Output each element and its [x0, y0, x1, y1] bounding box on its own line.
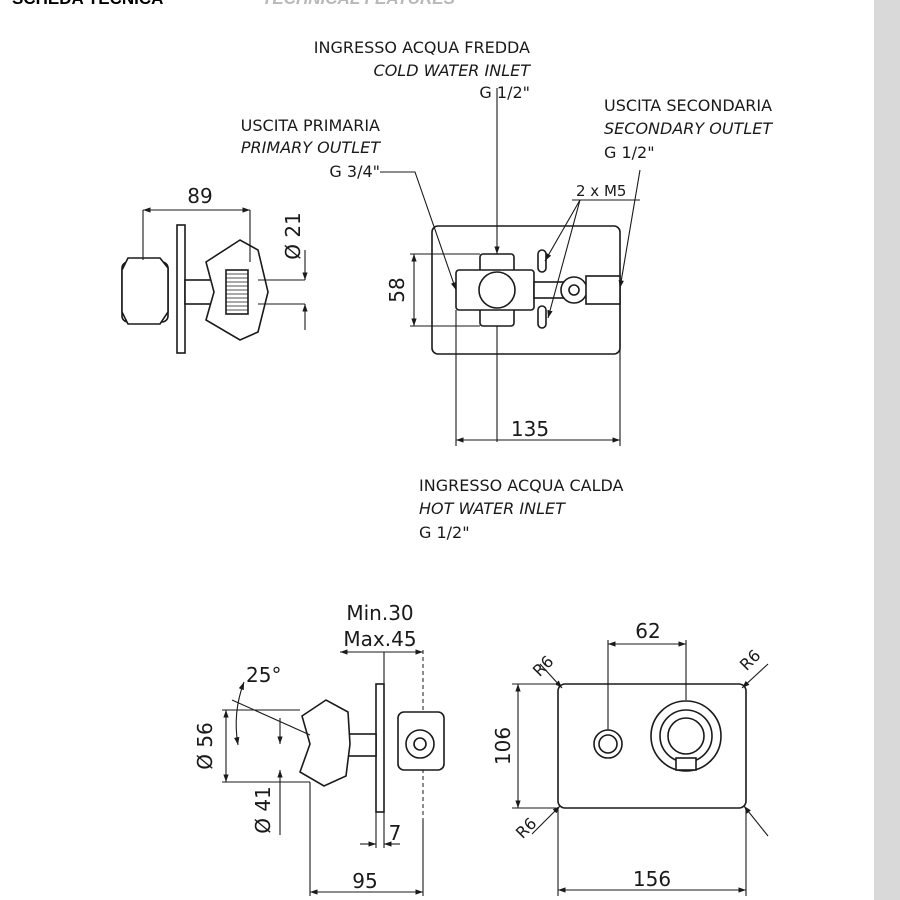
primary-outlet-it: USCITA PRIMARIA [241, 116, 380, 135]
cold-inlet-en: COLD WATER INLET [374, 61, 532, 80]
header-title: SCHEDA TECNICA [12, 0, 163, 8]
handle-2 [299, 699, 351, 787]
wall-plate [176, 224, 186, 354]
dim-d56: Ø 56 [193, 722, 217, 770]
secondary-outlet-size: G 1/2" [604, 143, 655, 162]
cold-inlet-it: INGRESSO ACQUA FREDDA [314, 38, 530, 57]
angle-25: 25° [246, 663, 281, 687]
dim-106: 106 [491, 727, 515, 765]
min-depth: Min.30 [346, 601, 413, 625]
dim-156: 156 [633, 867, 671, 891]
dim-135: 135 [511, 417, 549, 441]
top-front-view: 58 135 INGRESSO ACQUA FREDDA COLD WATER … [241, 38, 774, 542]
screws-label: 2 x M5 [576, 182, 626, 200]
page-side-border [874, 0, 900, 900]
dim-89: 89 [187, 184, 212, 208]
handle-knurl [225, 269, 249, 315]
wall-plate-2 [375, 683, 385, 813]
bottom-front-view: 62 106 156 R6 R6 R6 [491, 619, 769, 896]
primary-outlet-size: G 3/4" [329, 162, 380, 181]
secondary-outlet-en: SECONDARY OUTLET [604, 119, 773, 138]
radius-top-right: R6 [736, 646, 764, 674]
dim-7: 7 [389, 821, 402, 845]
screw-slot-top [537, 249, 547, 273]
top-side-view: 89 Ø 21 [121, 184, 308, 354]
dim-95: 95 [352, 869, 377, 893]
secondary-outlet-it: USCITA SECONDARIA [604, 96, 772, 115]
valve-center [478, 271, 516, 309]
hot-inlet-size: G 1/2" [419, 523, 470, 542]
header-subtitle: TECHNICAL FEATURES [262, 0, 456, 8]
secondary-outlet [585, 275, 621, 305]
dim-58: 58 [385, 277, 409, 302]
hot-inlet-en: HOT WATER INLET [419, 499, 566, 518]
dim-62: 62 [635, 619, 660, 643]
screw-slot-bottom [537, 305, 547, 329]
dim-d41: Ø 41 [251, 786, 275, 834]
primary-outlet-en: PRIMARY OUTLET [241, 138, 381, 157]
bottom-side-view: 25° Ø 56 Ø 41 Min.30 Max.45 7 95 [193, 601, 445, 896]
max-depth: Max.45 [343, 627, 416, 651]
radius-top-left: R6 [529, 652, 557, 680]
page-header: SCHEDA TECNICA TECHNICAL FEATURES [12, 0, 456, 8]
hot-inlet-it: INGRESSO ACQUA CALDA [419, 476, 624, 495]
radius-bottom-left: R6 [512, 814, 540, 842]
dim-d21: Ø 21 [281, 212, 305, 260]
cold-inlet-size: G 1/2" [479, 83, 530, 102]
